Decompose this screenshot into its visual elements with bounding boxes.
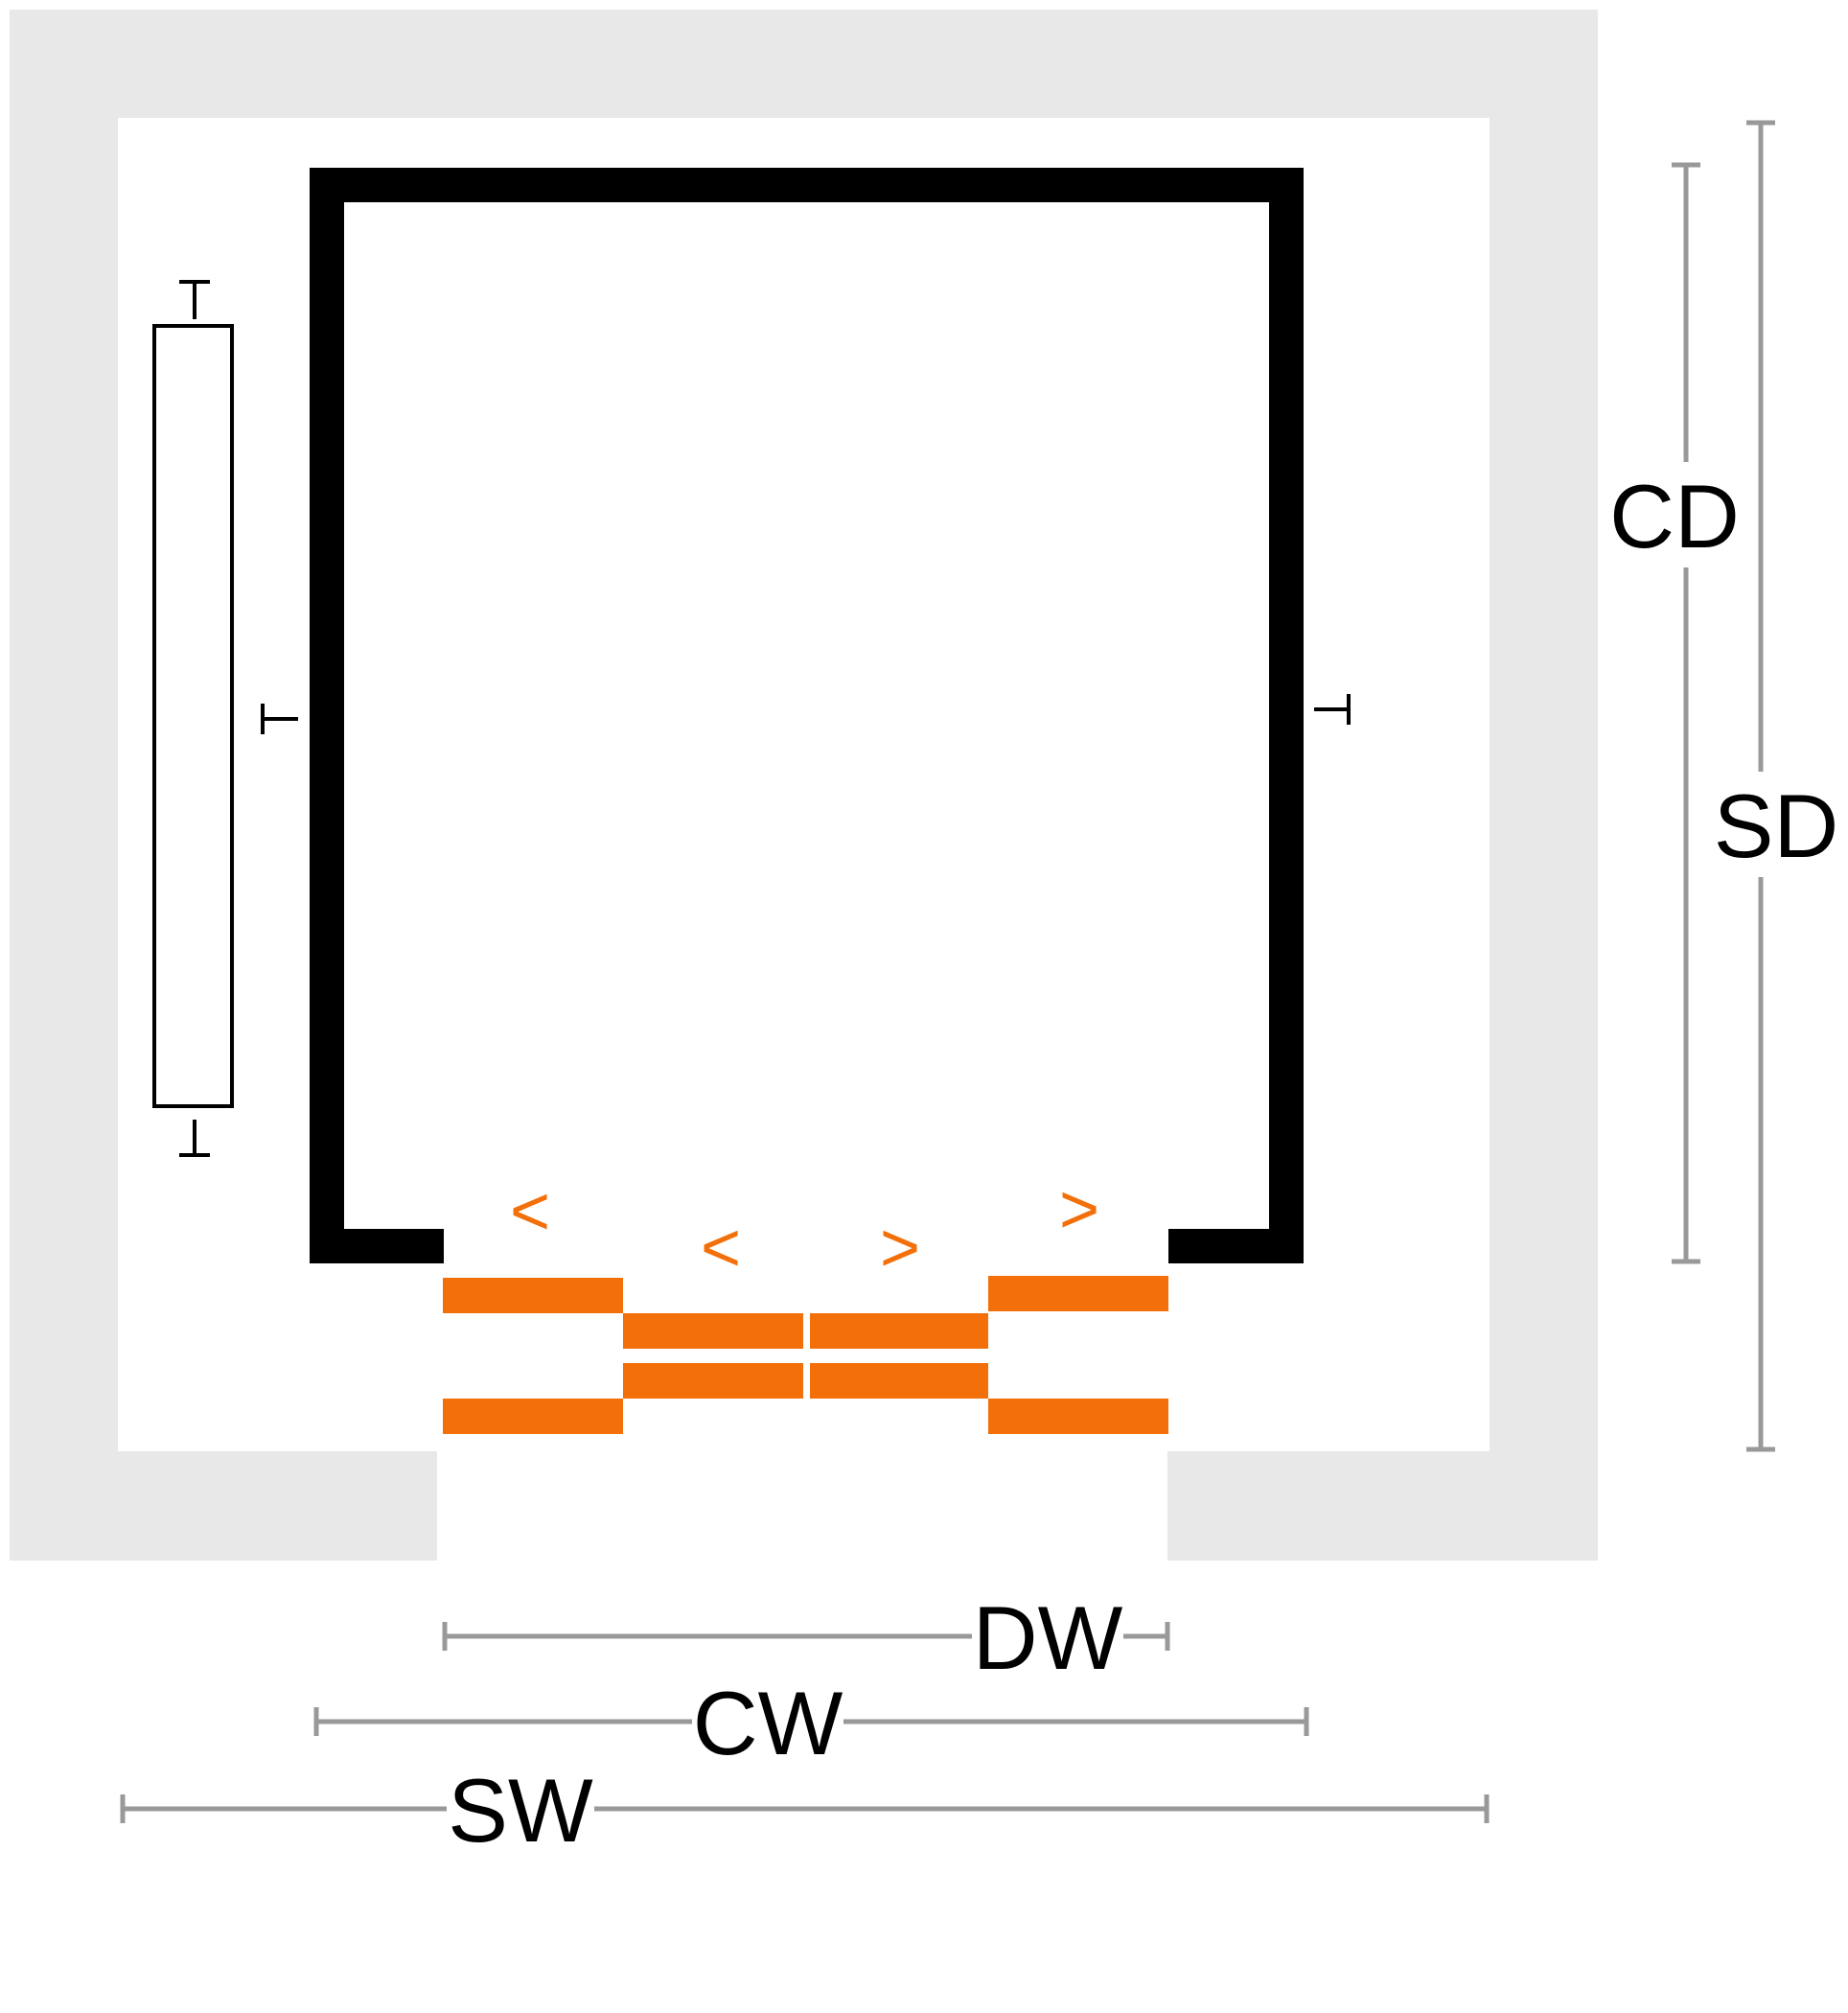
dimension-car-width: [313, 1707, 1309, 1736]
door-panel-right-inner-top: [810, 1313, 988, 1349]
dimension-door-width: [442, 1622, 1170, 1651]
door-panels: [443, 1276, 1168, 1434]
dimension-shaft-width: [120, 1794, 1490, 1823]
label-door-width: DW: [973, 1587, 1123, 1688]
dimension-lines: [120, 120, 1775, 1823]
counterweight-rail-bottom-icon: [179, 1120, 210, 1157]
car-walls: [310, 168, 1304, 1263]
door-panel-left-inner-bottom: [623, 1363, 803, 1399]
door-panel-right-inner-bottom: [810, 1363, 988, 1399]
counterweight: [152, 280, 234, 1157]
label-shaft-depth: SD: [1714, 775, 1839, 876]
shaft-walls: [10, 10, 1598, 1561]
door-panel-left-inner-top: [623, 1313, 803, 1349]
counterweight-rail-top-icon: [179, 280, 210, 319]
arrow-left-outer-icon: <: [510, 1173, 550, 1250]
arrow-left-inner-icon: <: [701, 1210, 741, 1286]
shaft-wall-right: [1490, 10, 1598, 1561]
label-car-depth: CD: [1609, 466, 1740, 567]
door-panel-left-outer-top: [443, 1278, 623, 1313]
door-panel-right-outer-bottom: [988, 1399, 1168, 1434]
car-rail-right-icon: [1314, 694, 1351, 725]
door-direction-arrows: < < > >: [510, 1171, 1099, 1286]
arrow-right-outer-icon: >: [1059, 1171, 1099, 1248]
arrow-right-inner-icon: >: [880, 1210, 920, 1286]
dimension-car-depth: [1672, 162, 1700, 1264]
dimension-shaft-depth: [1746, 120, 1775, 1452]
counterweight-frame: [152, 324, 234, 1108]
shaft-wall-left: [10, 10, 118, 1561]
shaft-wall-top: [10, 10, 1598, 118]
dimension-labels: CD SD DW CW SW: [448, 466, 1838, 1861]
label-car-width: CW: [693, 1673, 843, 1773]
door-panel-right-outer-top: [988, 1276, 1168, 1311]
label-shaft-width: SW: [448, 1760, 593, 1861]
shaft-wall-bottom-left: [10, 1451, 437, 1561]
car-rail-left-icon: [261, 704, 298, 734]
door-panel-left-outer-bottom: [443, 1399, 623, 1434]
shaft-wall-bottom-right: [1167, 1451, 1598, 1561]
